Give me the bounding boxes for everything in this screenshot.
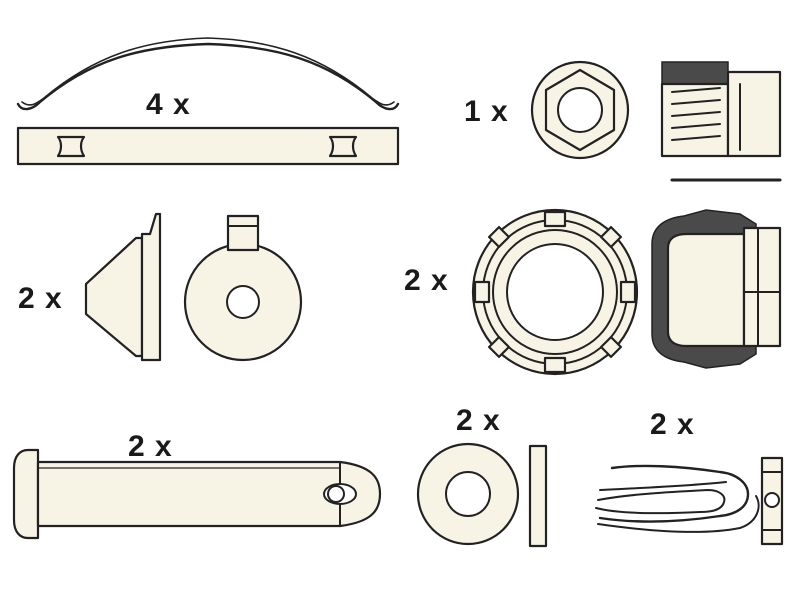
qty-label-r-clip: 2 x xyxy=(650,408,695,441)
qty-label-cap-disc: 2 x xyxy=(18,282,63,315)
pin-shaft xyxy=(38,462,380,526)
r-clip-retainer xyxy=(596,458,782,544)
qty-label-hex-nut: 1 x xyxy=(464,95,509,128)
pin-cross-hole xyxy=(324,484,356,504)
clevis-pin xyxy=(14,450,380,538)
conical-cap xyxy=(86,238,142,356)
plate-slot-left xyxy=(58,137,84,156)
sealing-cap-and-disc xyxy=(86,214,301,360)
nut-bore xyxy=(558,88,602,132)
qty-label-ring-boot: 2 x xyxy=(404,264,449,297)
ring-slots xyxy=(475,212,635,372)
disc-lug xyxy=(228,216,258,250)
washer-edge xyxy=(530,446,546,546)
plate-slot-right xyxy=(330,137,356,156)
pin-head xyxy=(14,450,38,538)
slotted-ring-and-boot xyxy=(473,210,780,374)
cap-tab xyxy=(142,214,160,360)
washer-hole xyxy=(446,472,490,516)
ring-bore xyxy=(507,244,603,340)
qty-label-clevis-pin: 2 x xyxy=(128,430,173,463)
qty-label-washer: 2 x xyxy=(456,404,501,437)
anti-rattle-spring-clip xyxy=(18,38,398,164)
disc-hole xyxy=(227,286,259,318)
flat-washer xyxy=(418,444,546,546)
qty-label-spring-clip: 4 x xyxy=(146,88,191,121)
hex-adjuster-nut xyxy=(532,62,780,180)
